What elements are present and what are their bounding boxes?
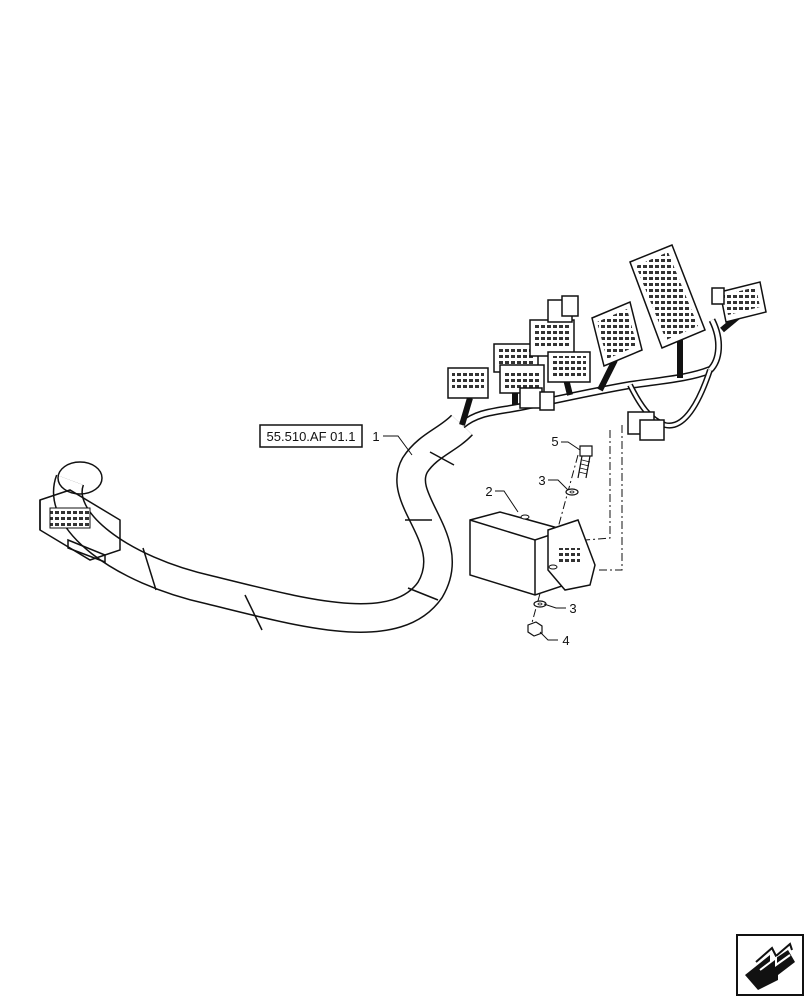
connector-block-7 <box>629 244 706 349</box>
connector-small-right <box>627 411 665 441</box>
wire-harness <box>53 414 473 633</box>
end-connector <box>39 489 121 564</box>
connector-block-1 <box>447 367 489 399</box>
bolt <box>577 445 593 479</box>
nut <box>527 621 543 637</box>
reference-text: 55.510.AF 01.1 <box>267 429 356 444</box>
next-page-arrow-icon[interactable] <box>736 934 804 996</box>
connector-block-5 <box>547 351 591 383</box>
callout-5: 5 <box>551 434 558 449</box>
callout-4: 4 <box>562 633 569 648</box>
callout-leaders <box>383 435 581 641</box>
callout-1: 1 <box>372 429 379 444</box>
harness-branches <box>459 312 742 429</box>
callout-2: 2 <box>485 484 492 499</box>
callout-3b: 3 <box>569 601 576 616</box>
connector-small-center <box>519 387 555 411</box>
control-module <box>469 511 596 596</box>
washer-bottom <box>533 600 547 608</box>
connector-block-8 <box>711 281 767 323</box>
connector-block-4 <box>529 295 579 357</box>
reference-box[interactable]: 55.510.AF 01.1 <box>259 424 363 448</box>
connector-block-6 <box>591 300 643 368</box>
washer-top <box>565 488 579 496</box>
callout-3a: 3 <box>538 473 545 488</box>
